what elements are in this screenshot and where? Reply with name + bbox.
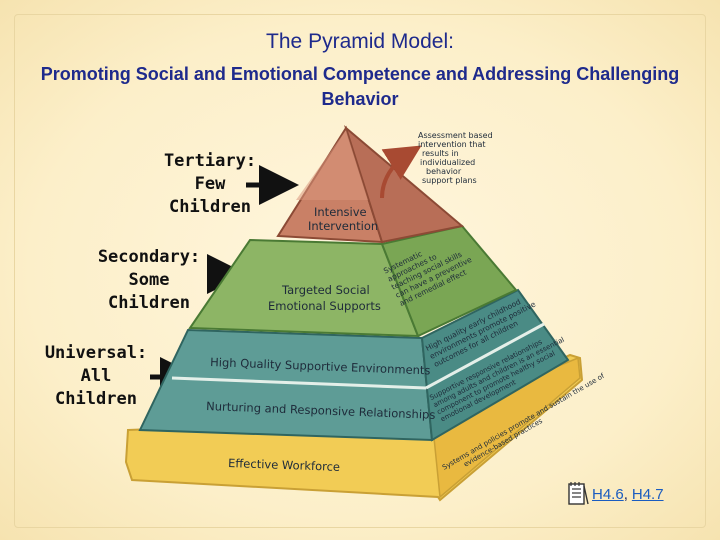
tier-line: Few	[194, 174, 226, 194]
tier-line: Children	[169, 197, 251, 217]
base-tier	[138, 288, 570, 442]
page-subtitle: Promoting Social and Emotional Competenc…	[40, 64, 680, 109]
ref-link-h4-7[interactable]: H4.7	[631, 485, 664, 503]
secondary-label: Secondary: Some Children	[86, 246, 212, 315]
notepad-icon	[566, 480, 590, 508]
ref-separator: ,	[623, 485, 628, 503]
foundation-label: Effective Workforce	[228, 456, 340, 474]
middle-tier	[188, 224, 518, 338]
ref-link-h4-6[interactable]: H4.6	[592, 485, 624, 503]
tier-line: Some	[128, 270, 170, 290]
universal-label: Universal: All Children	[40, 342, 152, 411]
slide-frame	[14, 14, 706, 528]
reference-links: H4.6 , H4.7	[566, 480, 664, 508]
mid-tier-label: Targeted Social Emotional Supports	[268, 283, 381, 313]
tier-line: All	[80, 366, 112, 386]
top-tier-label: Intensive Intervention	[308, 205, 378, 233]
tertiary-label: Tertiary: Few Children	[160, 150, 260, 219]
tier-line: Tertiary:	[163, 151, 257, 171]
top-side-note: Assessment based intervention that resul…	[418, 131, 495, 185]
curved-arrow-icon	[380, 145, 422, 199]
tier-line: Secondary:	[97, 247, 201, 267]
page-title: The Pyramid Model:	[266, 30, 454, 53]
tier-line: Universal:	[44, 343, 148, 363]
tier-line: Children	[108, 293, 190, 313]
tier-line: Children	[55, 389, 137, 409]
